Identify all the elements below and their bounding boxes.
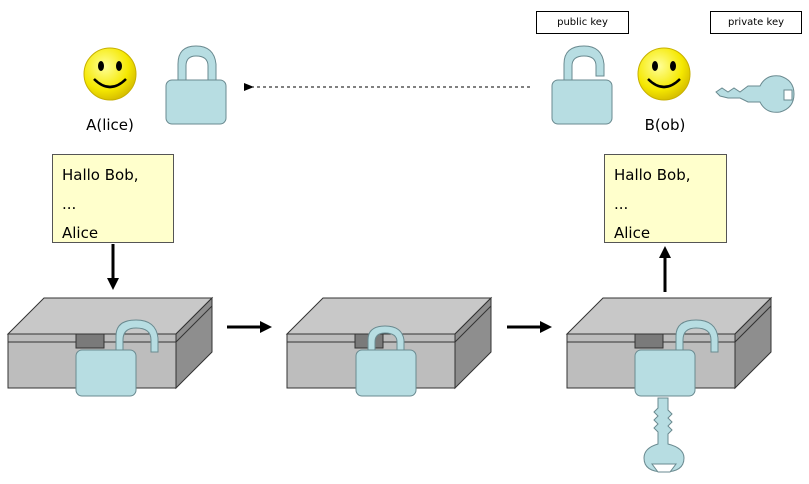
message-greeting: Hallo Bob, xyxy=(62,166,139,184)
unlock-key-icon xyxy=(643,397,685,473)
box-1 xyxy=(6,296,214,390)
message-signature: Alice xyxy=(614,224,651,242)
message-body: ... xyxy=(614,195,629,213)
bob-smiley-icon xyxy=(637,47,691,101)
encrypt-down-arrow xyxy=(107,244,119,290)
bob-private-key-icon xyxy=(715,75,795,113)
box-1-lock-icon xyxy=(75,319,159,397)
alice-message-note: Hallo Bob, ... Alice xyxy=(52,154,174,243)
box-2 xyxy=(285,296,493,390)
bob-message-note: Hallo Bob, ... Alice xyxy=(604,154,727,243)
public-key-label: public key xyxy=(536,11,629,34)
private-key-label: private key xyxy=(710,11,802,34)
decrypt-up-arrow xyxy=(659,246,671,292)
alice-public-lock-icon xyxy=(165,45,227,125)
alice-name: A(lice) xyxy=(86,116,134,134)
bob-public-lock-icon xyxy=(551,45,613,125)
message-greeting: Hallo Bob, xyxy=(614,166,691,184)
transfer-arrow-2 xyxy=(507,321,552,333)
transfer-arrow-1 xyxy=(227,321,272,333)
alice-smiley-icon xyxy=(83,47,137,101)
message-body: ... xyxy=(62,195,77,213)
box-3-lock-icon xyxy=(634,319,719,397)
bob-name: B(ob) xyxy=(644,116,686,134)
message-signature: Alice xyxy=(62,224,99,242)
box-2-lock-icon xyxy=(355,325,417,397)
